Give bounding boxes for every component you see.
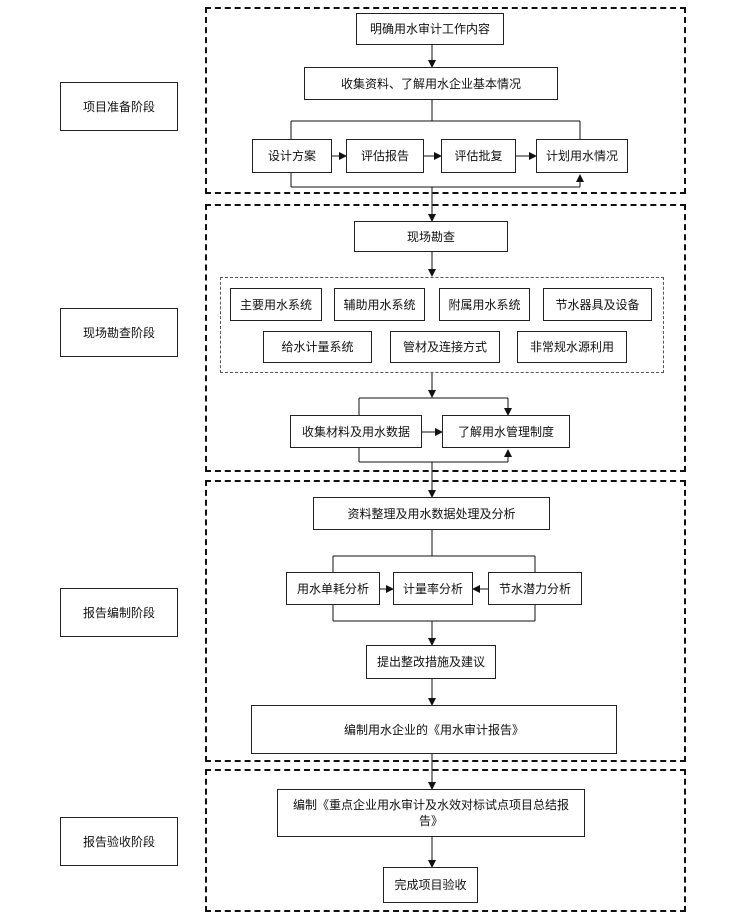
box-management-rules: 了解用水管理制度 [442,415,570,448]
box-nonconventional-water: 非常规水源利用 [517,331,627,363]
box-system-devices: 节水器具及设备 [543,288,652,321]
box-unit-consumption: 用水单耗分析 [286,572,380,605]
box-data-analysis: 资料整理及用水数据处理及分析 [313,497,550,530]
box-collect-info: 收集资料、了解用水企业基本情况 [304,67,558,100]
box-site-survey: 现场勘查 [354,221,508,252]
box-metering-rate: 计量率分析 [393,572,473,605]
box-compile-report: 编制用水企业的《用水审计报告》 [251,705,617,754]
box-complete-acceptance: 完成项目验收 [383,867,478,903]
box-design-plan: 设计方案 [252,139,332,173]
box-system-ancillary: 附属用水系统 [439,288,530,321]
box-system-aux: 辅助用水系统 [334,288,425,321]
box-define-scope: 明确用水审计工作内容 [356,13,504,45]
stage-frame-report [205,480,686,762]
stage-frame-prep [205,7,686,194]
box-system-main: 主要用水系统 [230,288,322,321]
box-measures: 提出整改措施及建议 [366,645,496,679]
box-pipe-connection: 管材及连接方式 [390,331,500,363]
stage-frame-accept [205,769,686,912]
stage-label-accept: 报告验收阶段 [60,817,178,866]
box-saving-potential: 节水潜力分析 [488,572,582,605]
box-metering-system: 给水计量系统 [263,331,372,363]
box-planned-water: 计划用水情况 [536,139,628,173]
stage-frame-survey [205,204,686,472]
box-eval-approve: 评估批复 [441,139,516,173]
box-summary-report: 编制《重点企业用水审计及水效对标试点项目总结报告》 [277,789,585,837]
box-collect-data: 收集材料及用水数据 [290,415,422,448]
stage-label-report: 报告编制阶段 [60,588,178,637]
box-eval-report: 评估报告 [346,139,424,173]
stage-label-survey: 现场勘查阶段 [60,308,178,357]
stage-label-prep: 项目准备阶段 [60,82,178,131]
survey-systems-group [220,277,664,373]
